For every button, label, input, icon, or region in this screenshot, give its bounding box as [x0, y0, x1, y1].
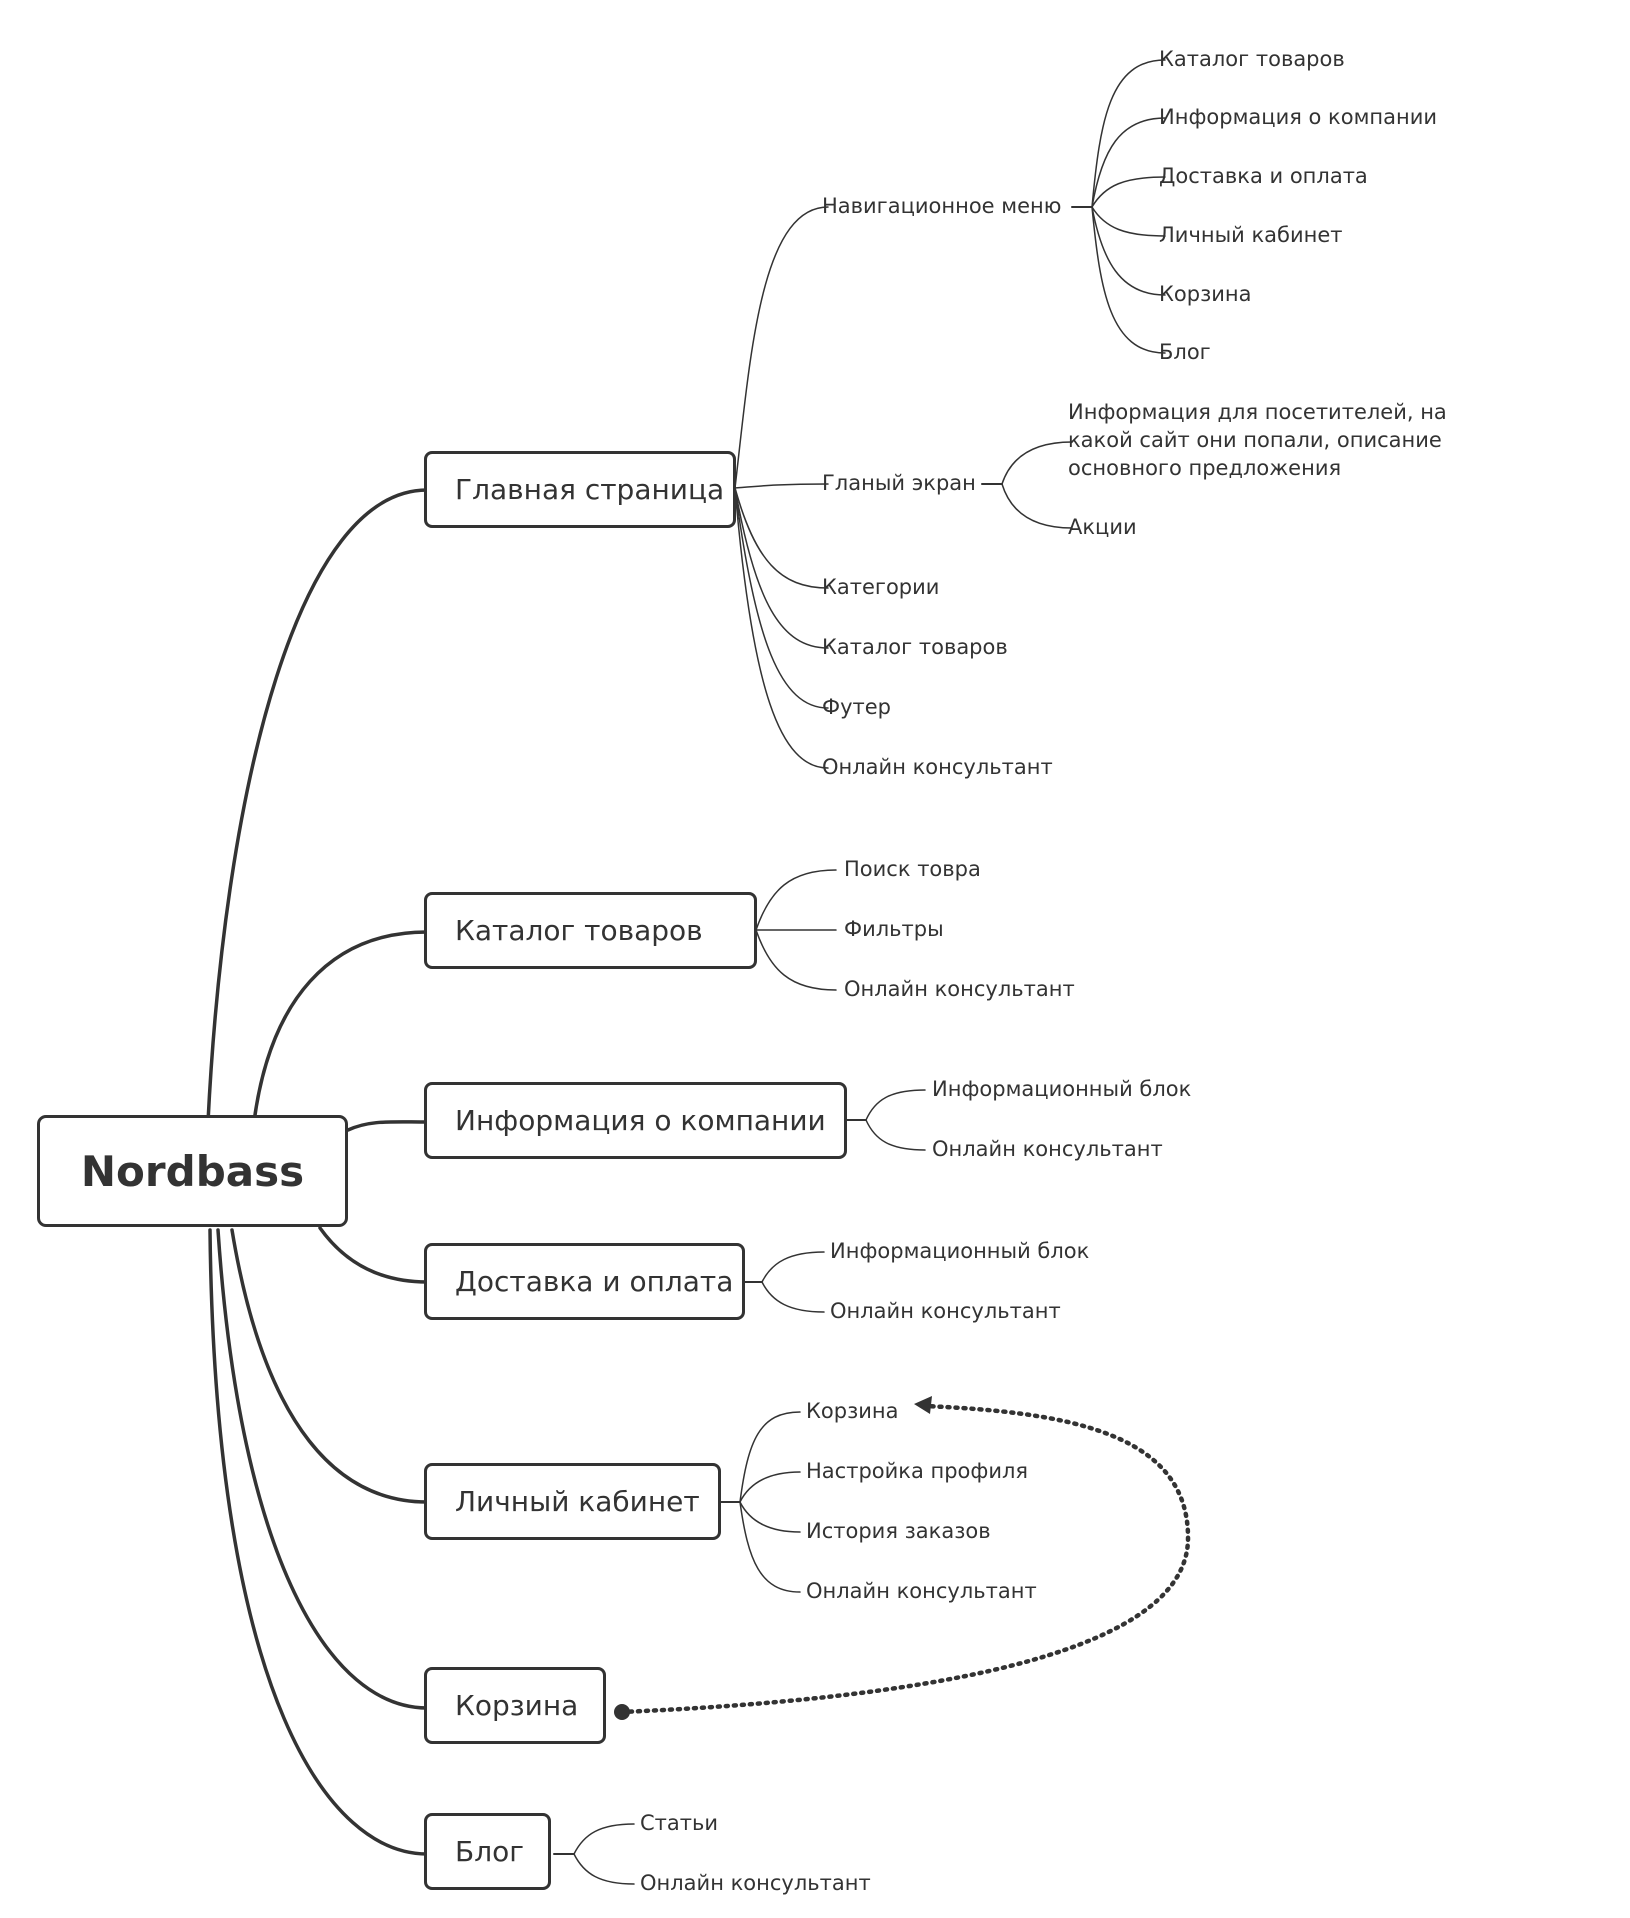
- relationship-start-dot: [614, 1704, 630, 1720]
- topic-about-label: Информация о компании: [455, 1104, 826, 1137]
- topic-about[interactable]: Информация о компании: [424, 1082, 847, 1159]
- home-catalog[interactable]: Каталог товаров: [822, 635, 1008, 659]
- link-home-nav: [734, 206, 829, 489]
- link-root-catalog: [252, 930, 429, 1124]
- link-home-categories: [734, 487, 829, 589]
- nav-item[interactable]: Доставка и оплата: [1159, 164, 1368, 188]
- home-consultant[interactable]: Онлайн консультант: [822, 755, 1053, 779]
- link-home-consultant: [734, 487, 829, 769]
- topic-cart[interactable]: Корзина: [424, 1667, 606, 1744]
- link-root-about: [346, 1120, 429, 1132]
- relationship-arrow-head: [914, 1396, 932, 1414]
- link-root-account: [230, 1228, 429, 1504]
- link-home-catalog: [734, 487, 829, 649]
- about-info-block[interactable]: Информационный блок: [932, 1077, 1192, 1101]
- root-node[interactable]: Nordbass: [37, 1115, 348, 1227]
- delivery-consultant[interactable]: Онлайн консультант: [830, 1299, 1061, 1323]
- topic-cart-label: Корзина: [455, 1689, 579, 1722]
- link-home-footer: [734, 487, 829, 709]
- topic-account-label: Личный кабинет: [455, 1485, 700, 1518]
- topic-home-label: Главная страница: [455, 473, 725, 506]
- link-root-home: [206, 488, 429, 1124]
- delivery-info-block[interactable]: Информационный блок: [830, 1239, 1090, 1263]
- topic-catalog[interactable]: Каталог товаров: [424, 892, 757, 969]
- topic-blog-label: Блог: [455, 1835, 524, 1868]
- catalog-search[interactable]: Поиск товра: [844, 857, 981, 881]
- account-profile-settings[interactable]: Настройка профиля: [806, 1459, 1029, 1483]
- about-consultant[interactable]: Онлайн консультант: [932, 1137, 1163, 1161]
- cart-relationship-line: [619, 1403, 1191, 1715]
- link-home-hero: [734, 483, 829, 489]
- topic-delivery-label: Доставка и оплата: [455, 1265, 734, 1298]
- topic-home[interactable]: Главная страница: [424, 451, 736, 528]
- nav-item[interactable]: Информация о компании: [1159, 105, 1438, 129]
- account-cart[interactable]: Корзина: [806, 1399, 899, 1423]
- nav-item[interactable]: Блог: [1159, 340, 1211, 364]
- topic-catalog-label: Каталог товаров: [455, 914, 703, 947]
- nav-item[interactable]: Личный кабинет: [1159, 223, 1343, 247]
- topic-delivery[interactable]: Доставка и оплата: [424, 1243, 745, 1320]
- home-hero[interactable]: Гланый экран: [822, 471, 976, 495]
- hero-promotions[interactable]: Акции: [1068, 515, 1137, 539]
- hero-description[interactable]: Информация для посетителей, на какой сай…: [1068, 400, 1447, 480]
- account-consultant[interactable]: Онлайн консультант: [806, 1579, 1037, 1603]
- blog-articles[interactable]: Статьи: [640, 1811, 719, 1835]
- nav-item[interactable]: Корзина: [1159, 282, 1252, 306]
- topic-blog[interactable]: Блог: [424, 1813, 551, 1890]
- topic-account[interactable]: Личный кабинет: [424, 1463, 721, 1540]
- link-root-blog: [208, 1228, 429, 1856]
- catalog-consultant[interactable]: Онлайн консультант: [844, 977, 1075, 1001]
- link-root-cart: [216, 1228, 429, 1710]
- root-label: Nordbass: [80, 1146, 305, 1196]
- nav-item[interactable]: Каталог товаров: [1159, 47, 1345, 71]
- account-order-history[interactable]: История заказов: [806, 1519, 991, 1543]
- home-nav-menu[interactable]: Навигационное меню: [822, 194, 1062, 218]
- home-categories[interactable]: Категории: [822, 575, 940, 599]
- link-root-delivery: [318, 1226, 429, 1284]
- catalog-filters[interactable]: Фильтры: [844, 917, 944, 941]
- home-footer[interactable]: Футер: [822, 695, 891, 719]
- blog-consultant[interactable]: Онлайн консультант: [640, 1871, 871, 1895]
